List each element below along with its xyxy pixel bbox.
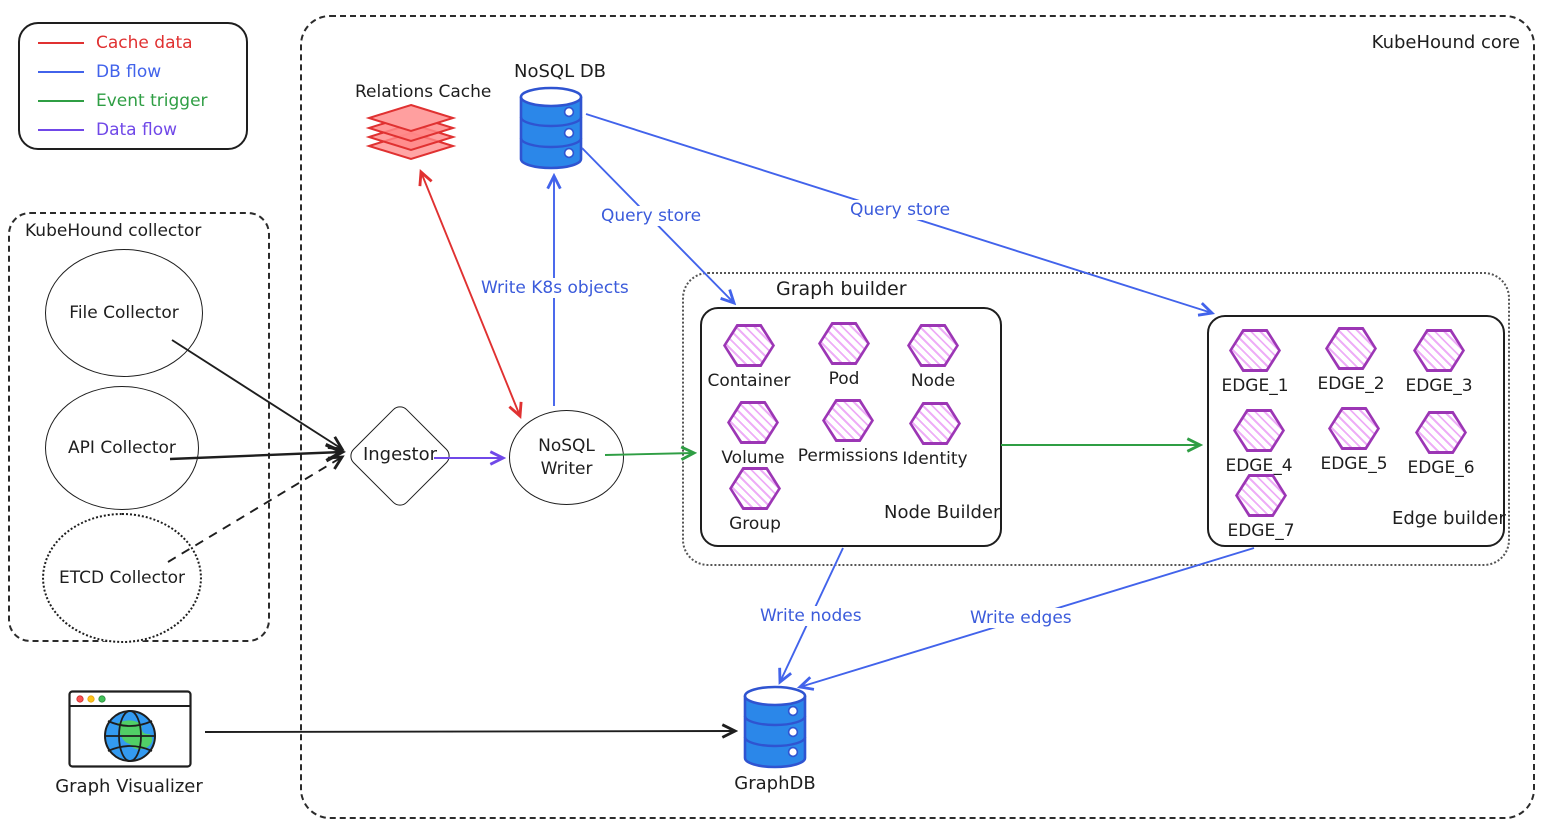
edge-6: EDGE_6 [1386,411,1496,478]
edge-label: EDGE_1 [1221,376,1289,396]
file-collector-node: File Collector [45,249,203,377]
legend-item-data-flow: Data flow [38,120,228,140]
write-nodes-label: Write nodes [756,606,866,626]
kubehound-core-title: KubeHound core [1371,32,1520,53]
hexagon-icon [1229,329,1281,372]
kubehound-collector-title: KubeHound collector [25,221,202,241]
database-cylinder-icon [519,86,583,170]
hexagon-icon [1235,474,1287,517]
legend: Cache data DB flow Event trigger Data fl… [18,22,248,150]
query-store-label-node: Query store [597,206,706,226]
edge-label: EDGE_2 [1317,374,1385,394]
etcd-collector-node: ETCD Collector [42,513,202,643]
legend-item-db-flow: DB flow [38,62,228,82]
relations-cache-label: Relations Cache [355,82,492,102]
hexagon-icon [1233,409,1285,452]
edge-5: EDGE_5 [1299,407,1409,474]
browser-globe-icon [68,690,192,768]
db-flow-line-swatch [38,70,84,73]
edge-label: EDGE_3 [1405,376,1473,396]
edge-3: EDGE_3 [1384,329,1494,396]
event-trigger-line-swatch [38,99,84,102]
node-label: Volume [721,448,785,468]
node-container: Container [694,324,804,391]
hexagon-icon [1328,407,1380,450]
hexagon-icon [909,402,961,445]
graph-visualizer-label: Graph Visualizer [55,776,203,797]
node-label: Node [910,371,956,391]
graphdb-label: GraphDB [734,773,816,794]
edge-2: EDGE_2 [1296,327,1406,394]
layer-stack-icon [365,103,457,161]
data-flow-line-swatch [38,128,84,131]
ingestor-label: Ingestor [362,444,438,465]
hexagon-icon [1413,329,1465,372]
hexagon-icon [727,401,779,444]
legend-item-cache-data: Cache data [38,33,228,53]
write-edges-label: Write edges [966,608,1076,628]
legend-label: Event trigger [96,90,208,111]
hexagon-icon [1415,411,1467,454]
node-group: Group [700,467,810,534]
legend-label: Data flow [96,119,178,140]
edge-label: EDGE_7 [1227,521,1295,541]
api-collector-node: API Collector [45,386,199,510]
database-cylinder-icon [743,685,807,769]
graph-builder-title: Graph builder [776,278,907,300]
hexagon-icon [818,322,870,365]
hexagon-icon [729,467,781,510]
node-node: Node [878,324,988,391]
node-label: Group [729,514,781,534]
cache-data-line-swatch [38,41,84,44]
node-label: Permissions [797,446,899,466]
legend-label: Cache data [96,32,193,53]
node-label: Identity [902,449,968,469]
node-builder-title: Node Builder [884,502,1001,523]
edge-builder-title: Edge builder [1392,508,1506,529]
hexagon-icon [822,399,874,442]
hexagon-icon [1325,327,1377,370]
write-k8s-objects-label: Write K8s objects [477,278,633,298]
hexagon-icon [907,324,959,367]
nosql-db-label: NoSQL DB [514,61,607,82]
node-pod: Pod [789,322,899,389]
node-permissions: Permissions [793,399,903,466]
edge-4: EDGE_4 [1204,409,1314,476]
query-store-label-edge: Query store [846,200,955,220]
node-identity: Identity [880,402,990,469]
node-label: Container [707,371,791,391]
node-volume: Volume [698,401,808,468]
edge-7: EDGE_7 [1206,474,1316,541]
legend-label: DB flow [96,61,162,82]
nosql-writer-node: NoSQL Writer [509,410,624,505]
edge-label: EDGE_4 [1225,456,1293,476]
legend-item-event-trigger: Event trigger [38,91,228,111]
node-label: Pod [828,369,860,389]
edge-label: EDGE_6 [1407,458,1475,478]
edge-label: EDGE_5 [1320,454,1388,474]
edge-1: EDGE_1 [1200,329,1310,396]
hexagon-icon [723,324,775,367]
